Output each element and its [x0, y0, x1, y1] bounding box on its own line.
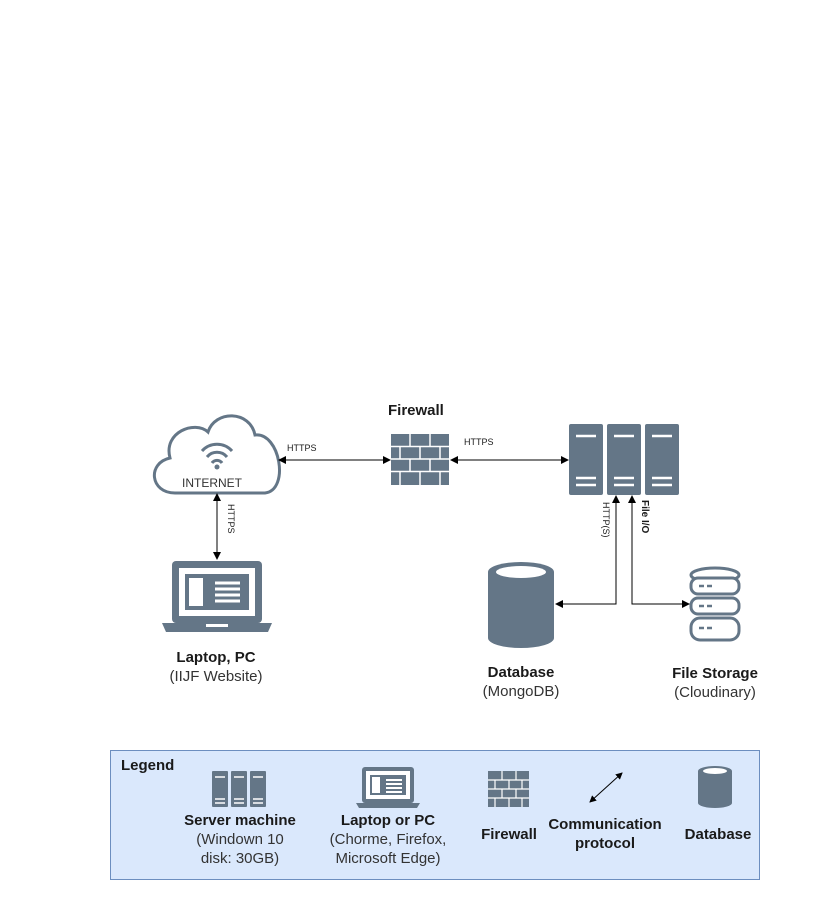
laptop-title: Laptop, PC	[176, 649, 256, 666]
laptop-label: Laptop, PC (IIJF Website)	[164, 648, 268, 686]
database-label: Database (MongoDB)	[476, 663, 566, 701]
edge-label-firewall-server: HTTPS	[464, 437, 494, 447]
legend-laptop-line2: Microsoft Edge)	[335, 850, 441, 867]
legend-laptop-line1: (Chorme, Firefox,	[329, 831, 447, 848]
file-storage-subtitle: (Cloudinary)	[674, 684, 756, 701]
internet-cloud-icon	[152, 414, 281, 495]
legend-database-title: Database	[684, 826, 752, 843]
legend-database-icon	[698, 766, 732, 808]
legend-laptop-icon	[356, 767, 420, 808]
legend-server-label: Server machine (Windown 10 disk: 30GB)	[172, 811, 308, 868]
edge-server-storage	[628, 495, 690, 608]
legend-database-label: Database	[678, 825, 758, 844]
legend-protocol-line2: protocol	[575, 835, 635, 852]
firewall-icon	[391, 434, 449, 485]
legend-server-line2: disk: 30GB)	[200, 850, 280, 867]
database-icon	[488, 562, 554, 648]
laptop-subtitle: (IIJF Website)	[169, 668, 263, 685]
legend-laptop-title: Laptop or PC	[340, 812, 436, 829]
database-subtitle: (MongoDB)	[482, 683, 560, 700]
legend-firewall-label: Firewall	[472, 825, 546, 844]
legend-laptop-label: Laptop or PC (Chorme, Firefox, Microsoft…	[320, 811, 456, 868]
database-title: Database	[487, 664, 555, 681]
legend-protocol-label: Communication protocol	[540, 815, 670, 853]
edge-label-internet-firewall: HTTPS	[287, 443, 317, 453]
legend-server-title: Server machine	[184, 812, 296, 829]
internet-label: INTERNET	[182, 476, 242, 490]
legend-protocol-arrow-icon	[589, 772, 623, 803]
legend-firewall-title: Firewall	[481, 826, 537, 843]
connectors	[213, 456, 690, 608]
edge-server-database	[555, 495, 620, 608]
wifi-icon	[200, 442, 234, 470]
server-machine-icon	[569, 424, 679, 495]
file-storage-title: File Storage	[672, 665, 758, 682]
legend-title: Legend	[121, 757, 175, 774]
file-storage-icon	[689, 566, 741, 642]
firewall-title: Firewall	[388, 402, 444, 419]
legend-server-icon	[212, 771, 266, 807]
legend-server-line1: (Windown 10	[196, 831, 284, 848]
legend-firewall-icon	[488, 771, 529, 807]
laptop-icon	[162, 561, 272, 632]
file-storage-label: File Storage (Cloudinary)	[664, 664, 766, 702]
legend-protocol-line1: Communication	[548, 816, 662, 833]
